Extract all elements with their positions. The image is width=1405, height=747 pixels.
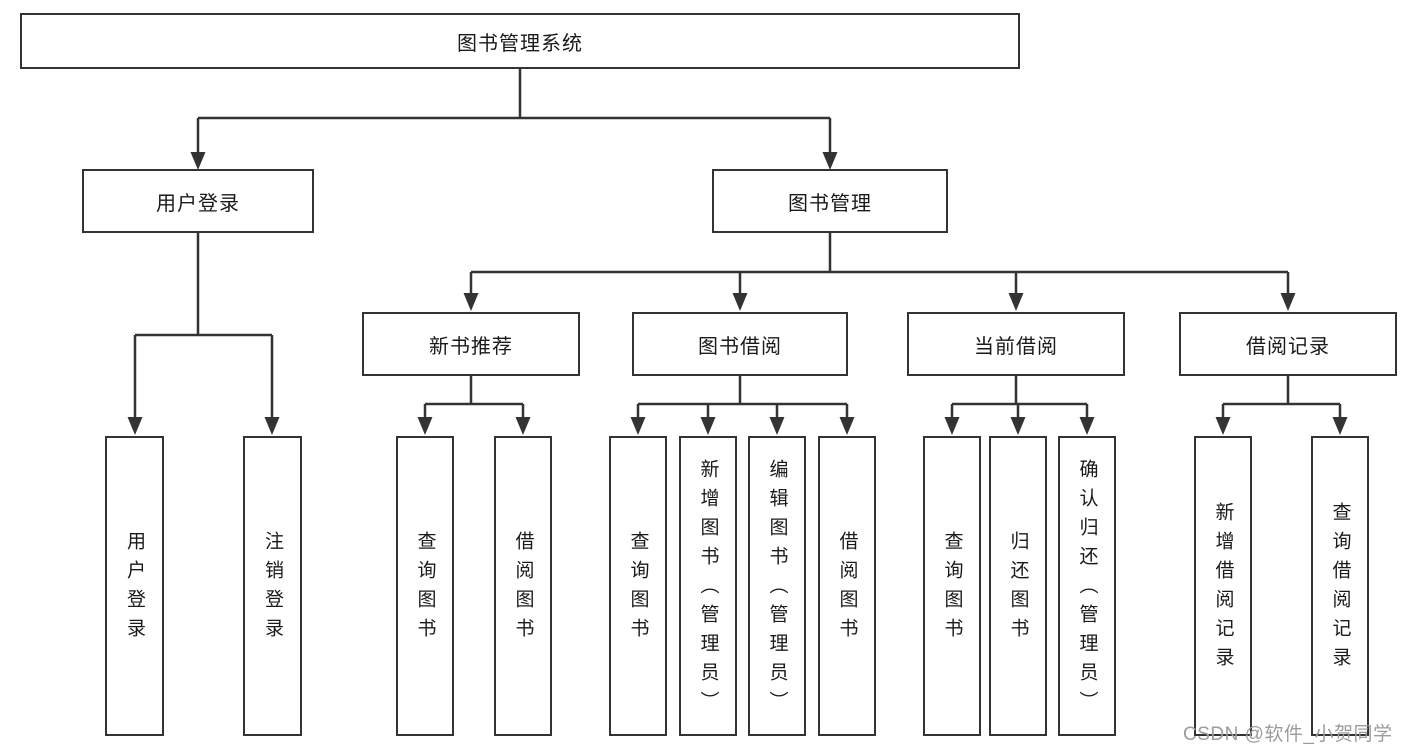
node-cb-confirm-return: 确认归还（管理员） xyxy=(1058,436,1116,736)
node-root: 图书管理系统 xyxy=(20,13,1020,69)
node-br-query-record: 查询借阅记录 xyxy=(1311,436,1369,736)
node-cb-return-book: 归还图书 xyxy=(989,436,1047,736)
node-nb-query-book: 查询图书 xyxy=(396,436,454,736)
node-bb-add-book: 新增图书（管理员） xyxy=(679,436,737,736)
node-bb-query-book: 查询图书 xyxy=(609,436,667,736)
node-new-book-recommend: 新书推荐 xyxy=(362,312,580,376)
node-br-add-record: 新增借阅记录 xyxy=(1194,436,1252,736)
node-leaf-user-login: 用户登录 xyxy=(105,436,164,736)
node-borrow-record: 借阅记录 xyxy=(1179,312,1397,376)
node-leaf-logout: 注销登录 xyxy=(243,436,302,736)
node-nb-borrow-book: 借阅图书 xyxy=(494,436,552,736)
node-book-manage: 图书管理 xyxy=(712,169,948,233)
node-user-login: 用户登录 xyxy=(82,169,314,233)
arrowheads xyxy=(127,152,1348,435)
csdn-watermark: CSDN @软件_小贺同学 xyxy=(1183,724,1393,745)
node-book-borrow: 图书借阅 xyxy=(632,312,848,376)
node-cb-query-book: 查询图书 xyxy=(923,436,981,736)
node-current-borrow: 当前借阅 xyxy=(907,312,1125,376)
node-bb-borrow-book: 借阅图书 xyxy=(818,436,876,736)
node-bb-edit-book: 编辑图书（管理员） xyxy=(748,436,806,736)
